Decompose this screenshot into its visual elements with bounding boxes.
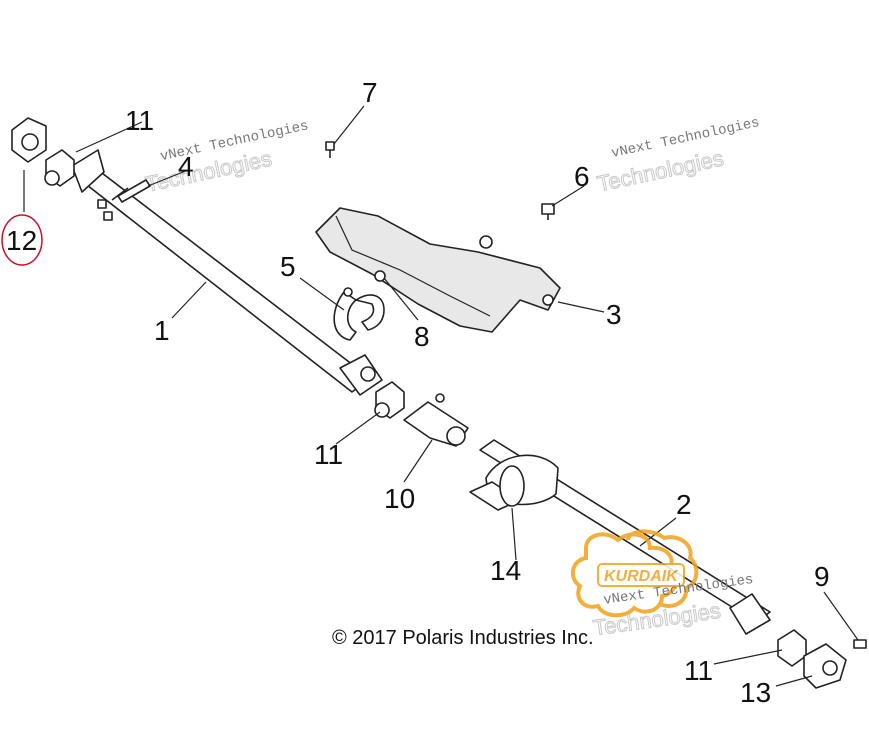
yoke-12 xyxy=(11,117,47,163)
u-joint-cross-middle xyxy=(374,381,405,419)
callout-7: 7 xyxy=(362,77,378,108)
screw-8 xyxy=(343,270,386,297)
highlight-circle xyxy=(1,214,43,266)
callout-11-bottom: 11 xyxy=(684,655,713,686)
callout-5: 5 xyxy=(280,251,296,282)
callout-8: 8 xyxy=(414,321,430,352)
callout-14: 14 xyxy=(490,555,521,586)
yoke-13 xyxy=(803,643,847,689)
copyright-text: © 2017 Polaris Industries Inc. xyxy=(332,627,594,649)
callout-11-top: 11 xyxy=(125,105,154,136)
callout-4: 4 xyxy=(178,151,194,182)
heat-shield-3 xyxy=(315,207,561,333)
watermark-top-right: vNext Technologies Technologies xyxy=(594,115,761,197)
clip-5 xyxy=(333,291,385,341)
prop-shaft-front xyxy=(71,149,383,396)
watermark-top-left: vNext Technologies Technologies xyxy=(143,118,310,197)
bolt-4 xyxy=(117,179,151,203)
screw-6 xyxy=(541,203,555,220)
u-joint-cross-top xyxy=(44,149,75,187)
callout-10: 10 xyxy=(384,483,415,514)
callout-13: 13 xyxy=(740,677,771,708)
callout-labels: 11 4 7 6 5 3 8 1 11 10 2 14 9 11 13 12 xyxy=(6,77,830,708)
screw-7 xyxy=(325,141,335,158)
leader-lines xyxy=(23,105,859,687)
callout-11-middle: 11 xyxy=(314,439,343,470)
callout-3: 3 xyxy=(606,299,622,330)
logo-text: KURDAIK xyxy=(604,568,679,585)
callout-9: 9 xyxy=(814,561,830,592)
u-joint-cross-bottom xyxy=(777,629,807,667)
slip-yoke-10 xyxy=(403,393,469,447)
callout-12: 12 xyxy=(6,225,37,256)
callout-1: 1 xyxy=(154,315,170,346)
kurdaik-logo: KURDAIK xyxy=(570,529,699,618)
callout-6: 6 xyxy=(574,161,590,192)
callout-2: 2 xyxy=(676,489,692,520)
pin-9 xyxy=(853,639,867,649)
